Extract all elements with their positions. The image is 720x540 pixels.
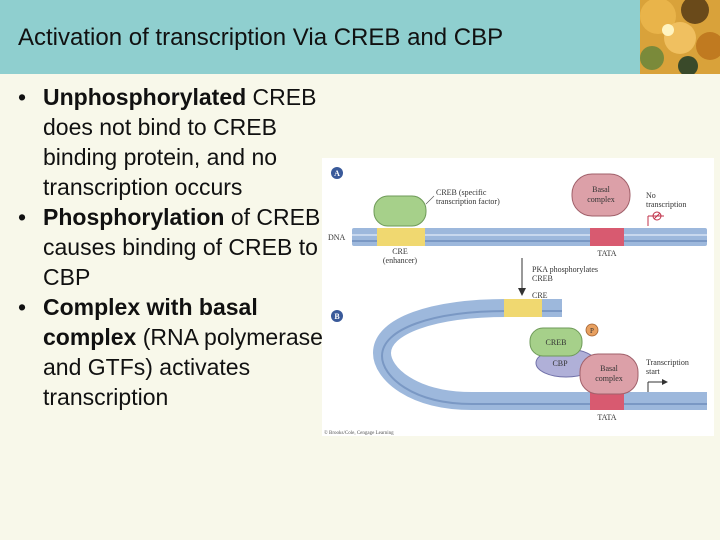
copyright-note: © Brooks/Cole, Cengage Learning xyxy=(324,430,394,436)
no-transcription-label-2: transcription xyxy=(646,200,686,209)
creb-protein-b xyxy=(529,327,583,357)
bullet-bold: Complex with basal complex xyxy=(43,294,258,350)
bullet-text: of CREB causes binding of CREB to CBP xyxy=(43,204,321,290)
transcription-start-label-2: start xyxy=(646,367,661,376)
tata-label-b: TATA xyxy=(597,413,616,422)
creb-cbp-figure: A DNA CREB (specific transcription facto… xyxy=(322,158,714,436)
creb-specific-label-2: transcription factor) xyxy=(436,197,500,206)
bullet-bold: Phosphorylation xyxy=(43,204,225,230)
basal-label-b-1: Basal xyxy=(600,364,619,373)
cre-enhancer-label: (enhancer) xyxy=(383,256,418,265)
bullet-item: • Phosphorylation of CREB causes binding… xyxy=(18,204,321,290)
basal-label-a-1: Basal xyxy=(592,185,611,194)
phosphate-label: P xyxy=(590,327,594,335)
basal-label-b-2: complex xyxy=(595,374,623,383)
pka-label-2: CREB xyxy=(532,274,553,283)
tata-label-a: TATA xyxy=(597,249,616,258)
bullet-bold: Unphosphorylated xyxy=(43,84,247,110)
transcription-start-label-1: Transcription xyxy=(646,358,689,367)
decorative-photo xyxy=(640,0,720,74)
cre-band-a xyxy=(377,228,425,246)
slide-title: Activation of transcription Via CREB and… xyxy=(18,24,504,51)
panel-a-label: A xyxy=(334,169,340,178)
panel-b-label: B xyxy=(334,312,340,321)
title-bar xyxy=(0,0,720,74)
panel-b-marker xyxy=(331,310,343,322)
bullet-item: • Complex with basal complex (RNA polyme… xyxy=(18,294,323,410)
cre-label-a: CRE xyxy=(392,247,408,256)
dna-label: DNA xyxy=(328,233,346,242)
cre-label-b: CRE xyxy=(532,291,548,300)
pka-label-1: PKA phosphorylates xyxy=(532,265,598,274)
creb-label-b: CREB xyxy=(546,338,567,347)
no-transcription-icon xyxy=(647,211,664,226)
bullet-text: CREB does not bind to CREB binding prote… xyxy=(43,84,317,200)
bullet-list: • Unphosphorylated CREB does not bind to… xyxy=(18,82,323,412)
phosphate-group xyxy=(585,323,599,337)
basal-complex-b xyxy=(579,353,639,395)
no-transcription-label-1: No xyxy=(646,191,656,200)
transcription-start-arrow-icon xyxy=(647,379,668,392)
panel-a-marker xyxy=(331,167,343,179)
bullet-item: • Unphosphorylated CREB does not bind to… xyxy=(18,84,317,200)
cbp-label: CBP xyxy=(552,359,568,368)
bullet-text: (RNA polymerase and GTFs) activates tran… xyxy=(43,324,323,410)
basal-label-a-2: complex xyxy=(587,195,615,204)
creb-specific-label-1: CREB (specific xyxy=(436,188,487,197)
tata-band-a xyxy=(590,228,624,246)
cre-band-b xyxy=(504,299,542,317)
basal-complex-a xyxy=(571,173,631,217)
creb-protein-a xyxy=(373,195,427,227)
tata-band-b xyxy=(590,392,624,410)
